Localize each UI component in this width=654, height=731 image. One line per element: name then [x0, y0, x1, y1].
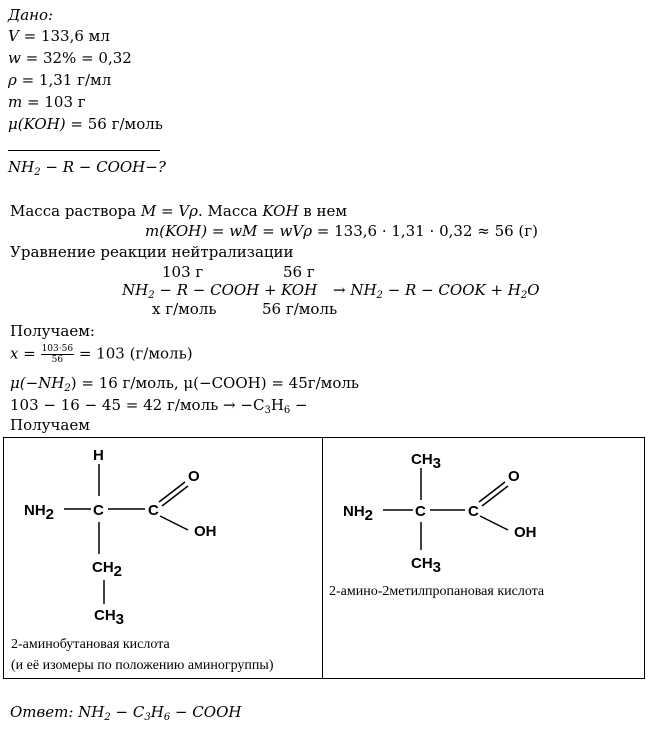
atom-o: O — [188, 468, 200, 485]
atom-c1: C — [415, 503, 426, 520]
given-mass-fraction: w = 32% = 0,32 — [8, 49, 132, 67]
reaction-equation-right: → NH2 − R − COOK + H2O — [333, 281, 540, 301]
atom-h: H — [93, 447, 104, 464]
get-title-2: Получаем — [10, 416, 90, 434]
answer-line: Ответ: NH2 − C3H6 − COOH — [10, 703, 242, 723]
reaction-koh: KOH — [281, 281, 318, 299]
caption-isomers: (и её изомеры по положению аминогруппы) — [11, 658, 274, 673]
difference-line: 103 − 16 − 45 = 42 г/моль → −C3H6 − — [10, 396, 308, 416]
mass-koh-line: m(KOH) = wM = wVρ = 133,6 · 1,31 · 0,32 … — [145, 222, 538, 240]
reaction-below-right: 56 г/моль — [262, 300, 338, 318]
group-masses: μ(−NH2) = 16 г/моль, μ(−COOH) = 45г/моль — [10, 374, 360, 394]
atom-c1: C — [93, 502, 104, 519]
given-mass: m = 103 г — [8, 93, 86, 111]
structures-table: H NH2 C C O OH CH2 CH3 2-аминобутановая … — [3, 437, 645, 679]
caption-aminomethylpropanoic: 2-амино-2метилпропановая кислота — [329, 584, 545, 599]
table-divider — [322, 438, 323, 678]
reaction-below-left: x г/моль — [152, 300, 217, 318]
given-title: Дано: — [8, 6, 54, 24]
atom-oh: OH — [194, 523, 217, 540]
atom-nh2: NH2 — [343, 503, 373, 524]
atom-ch3-bottom: CH3 — [411, 555, 441, 576]
structure-aminomethylpropanoic: CH3 NH2 C C O OH CH3 — [343, 451, 537, 576]
atom-o: O — [508, 468, 520, 485]
find-formula: NH2 − R − COOH−? — [8, 158, 166, 178]
atom-oh: OH — [514, 524, 537, 541]
atom-ch3-top: CH3 — [411, 451, 441, 472]
atom-nh2: NH2 — [24, 502, 54, 523]
atom-ch3: CH3 — [94, 607, 124, 628]
reaction-above-left: 103 г — [162, 263, 204, 281]
reaction-above-right: 56 г — [283, 263, 315, 281]
given-volume: V = 133,6 мл — [8, 27, 110, 45]
reaction-title: Уравнение реакции нейтрализации — [10, 243, 294, 261]
caption-aminobutanoic: 2-аминобутановая кислота — [11, 637, 170, 652]
given-molar-mass-koh: μ(KOH) = 56 г/моль — [8, 115, 163, 133]
given-divider — [8, 150, 160, 151]
atom-ch2: CH2 — [92, 559, 122, 580]
atom-c2: C — [468, 503, 479, 520]
mass-solution-line: Масса раствора M = Vρ. Масса KOH в нем — [10, 202, 348, 220]
structure-aminobutanoic: H NH2 C C O OH CH2 CH3 — [24, 447, 217, 628]
reaction-equation-left: NH2 − R − COOH + — [122, 281, 277, 301]
get-title: Получаем: — [10, 322, 95, 340]
given-density: ρ = 1,31 г/мл — [8, 71, 112, 89]
atom-c2: C — [148, 502, 159, 519]
